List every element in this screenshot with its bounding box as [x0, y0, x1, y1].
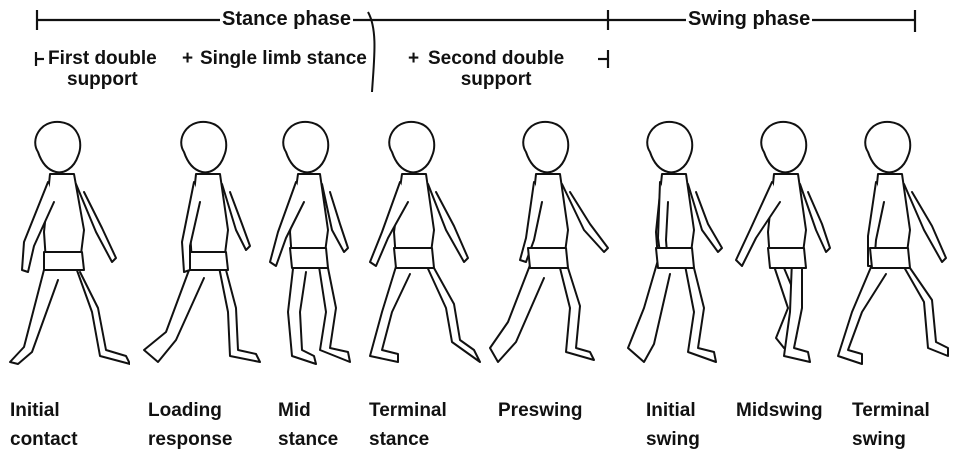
caption-line1: Initial: [646, 396, 700, 425]
plus-sign-1: +: [182, 48, 193, 69]
figure-loading-response: [136, 112, 266, 392]
figure-terminal-swing: [832, 112, 954, 392]
caption-line1: Terminal: [369, 396, 447, 425]
first-double-support-label: First double support: [48, 48, 157, 90]
caption-preswing: Preswing: [498, 396, 582, 425]
caption-line1: Terminal: [852, 396, 930, 425]
caption-line1: Initial: [10, 396, 78, 425]
stance-divider-curve: [368, 12, 375, 92]
figure-midswing: [728, 112, 838, 392]
figure-initial-swing: [620, 112, 730, 392]
figure-preswing: [486, 112, 616, 392]
caption-mid-stance: Mid stance: [278, 396, 338, 454]
caption-terminal-stance: Terminal stance: [369, 396, 447, 454]
first-double-line1: First double: [48, 48, 157, 69]
caption-line2: contact: [10, 425, 78, 454]
second-double-support-label: Second double support: [428, 48, 564, 90]
caption-line1: Loading: [148, 396, 232, 425]
caption-line2: response: [148, 425, 232, 454]
second-double-line1: Second double: [428, 48, 564, 69]
first-double-line2: support: [48, 69, 157, 90]
figure-mid-stance: [258, 112, 368, 392]
stance-phase-label: Stance phase: [220, 9, 353, 29]
caption-loading-response: Loading response: [148, 396, 232, 454]
figure-terminal-stance: [356, 112, 486, 392]
caption-line1: Midswing: [736, 396, 823, 425]
caption-line2: swing: [852, 425, 930, 454]
caption-line2: swing: [646, 425, 700, 454]
figure-initial-contact: [0, 112, 130, 392]
caption-initial-contact: Initial contact: [10, 396, 78, 454]
single-limb-stance-label: Single limb stance: [200, 48, 367, 69]
caption-line2: stance: [369, 425, 447, 454]
caption-terminal-swing: Terminal swing: [852, 396, 930, 454]
caption-initial-swing: Initial swing: [646, 396, 700, 454]
caption-line1: Preswing: [498, 396, 582, 425]
swing-phase-label: Swing phase: [686, 9, 812, 29]
caption-midswing: Midswing: [736, 396, 823, 425]
plus-sign-2: +: [408, 48, 419, 69]
second-double-line2: support: [428, 69, 564, 90]
caption-line2: stance: [278, 425, 338, 454]
caption-line1: Mid: [278, 396, 338, 425]
